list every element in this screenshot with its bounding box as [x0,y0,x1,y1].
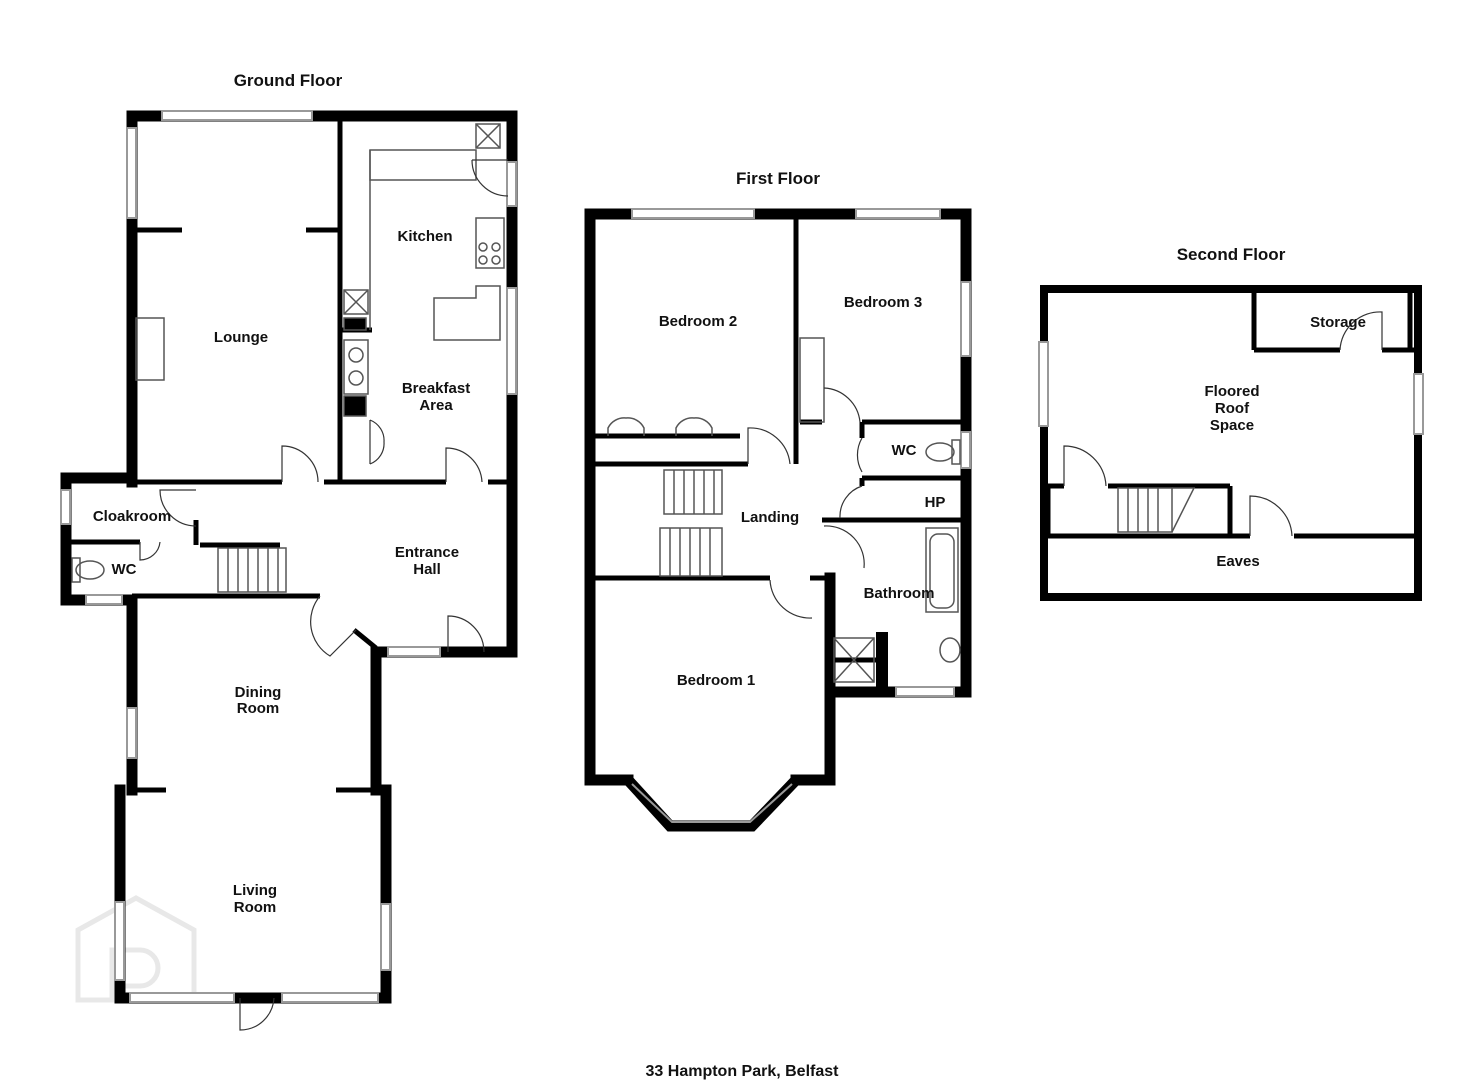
property-address: 33 Hampton Park, Belfast [646,1063,840,1080]
room-label-storage: Storage [1310,314,1366,331]
room-label-floored-line2: Roof [1215,400,1250,417]
room-label-living-line1: Living [233,882,277,899]
room-label-lounge: Lounge [214,329,268,346]
ground-stairs [217,547,287,593]
second-floor-title: Second Floor [1177,245,1286,264]
room-label-breakfast-line1: Breakfast [402,380,470,397]
first-fixtures [607,337,961,683]
second-windows [1038,341,1424,435]
ground-fixtures [71,123,505,593]
first-floor-title: First Floor [736,169,820,188]
room-label-dining-line2: Room [237,700,280,717]
room-label-cloakroom: Cloakroom [93,508,171,525]
room-label-bedroom3: Bedroom 3 [844,294,922,311]
room-label-hp: HP [925,494,946,511]
room-label-bedroom1: Bedroom 1 [677,672,755,689]
ground-windows [60,110,517,1003]
first-doors [747,387,865,619]
second-floor-plan: Second Floor Storage Floored Roof Space … [1038,245,1424,601]
room-label-breakfast-line2: Area [419,397,453,414]
first-floor-plan: First Floor Bedroom 2 Bedroom 3 WC HP La… [584,169,972,832]
first-stairs [659,469,723,577]
room-label-living-line2: Room [234,899,277,916]
second-inner-walls [1045,292,1414,539]
room-label-entrance-line2: Hall [413,561,441,578]
room-label-entrance-line1: Entrance [395,544,459,561]
ground-floor-plan: Ground Floor Lounge Kitchen Breakfast Ar… [60,71,518,1031]
second-doors [1063,311,1383,537]
p-logo-icon [75,895,197,1003]
second-stairs [1117,487,1196,533]
room-label-landing: Landing [741,509,799,526]
room-label-first-wc: WC [892,442,917,459]
room-label-bathroom: Bathroom [864,585,935,602]
first-windows [631,208,971,697]
room-label-kitchen: Kitchen [397,228,452,245]
bay-window [623,776,800,832]
ground-doors [139,159,509,1031]
room-label-eaves: Eaves [1216,553,1259,570]
room-label-bedroom2: Bedroom 2 [659,313,737,330]
room-label-dining-line1: Dining [235,684,282,701]
room-label-ground-wc: WC [112,561,137,578]
second-walls [1040,285,1422,601]
first-inner-walls [594,218,962,688]
room-label-floored-line1: Floored [1205,383,1260,400]
ground-floor-title: Ground Floor [234,71,343,90]
room-label-floored-line3: Space [1210,417,1254,434]
